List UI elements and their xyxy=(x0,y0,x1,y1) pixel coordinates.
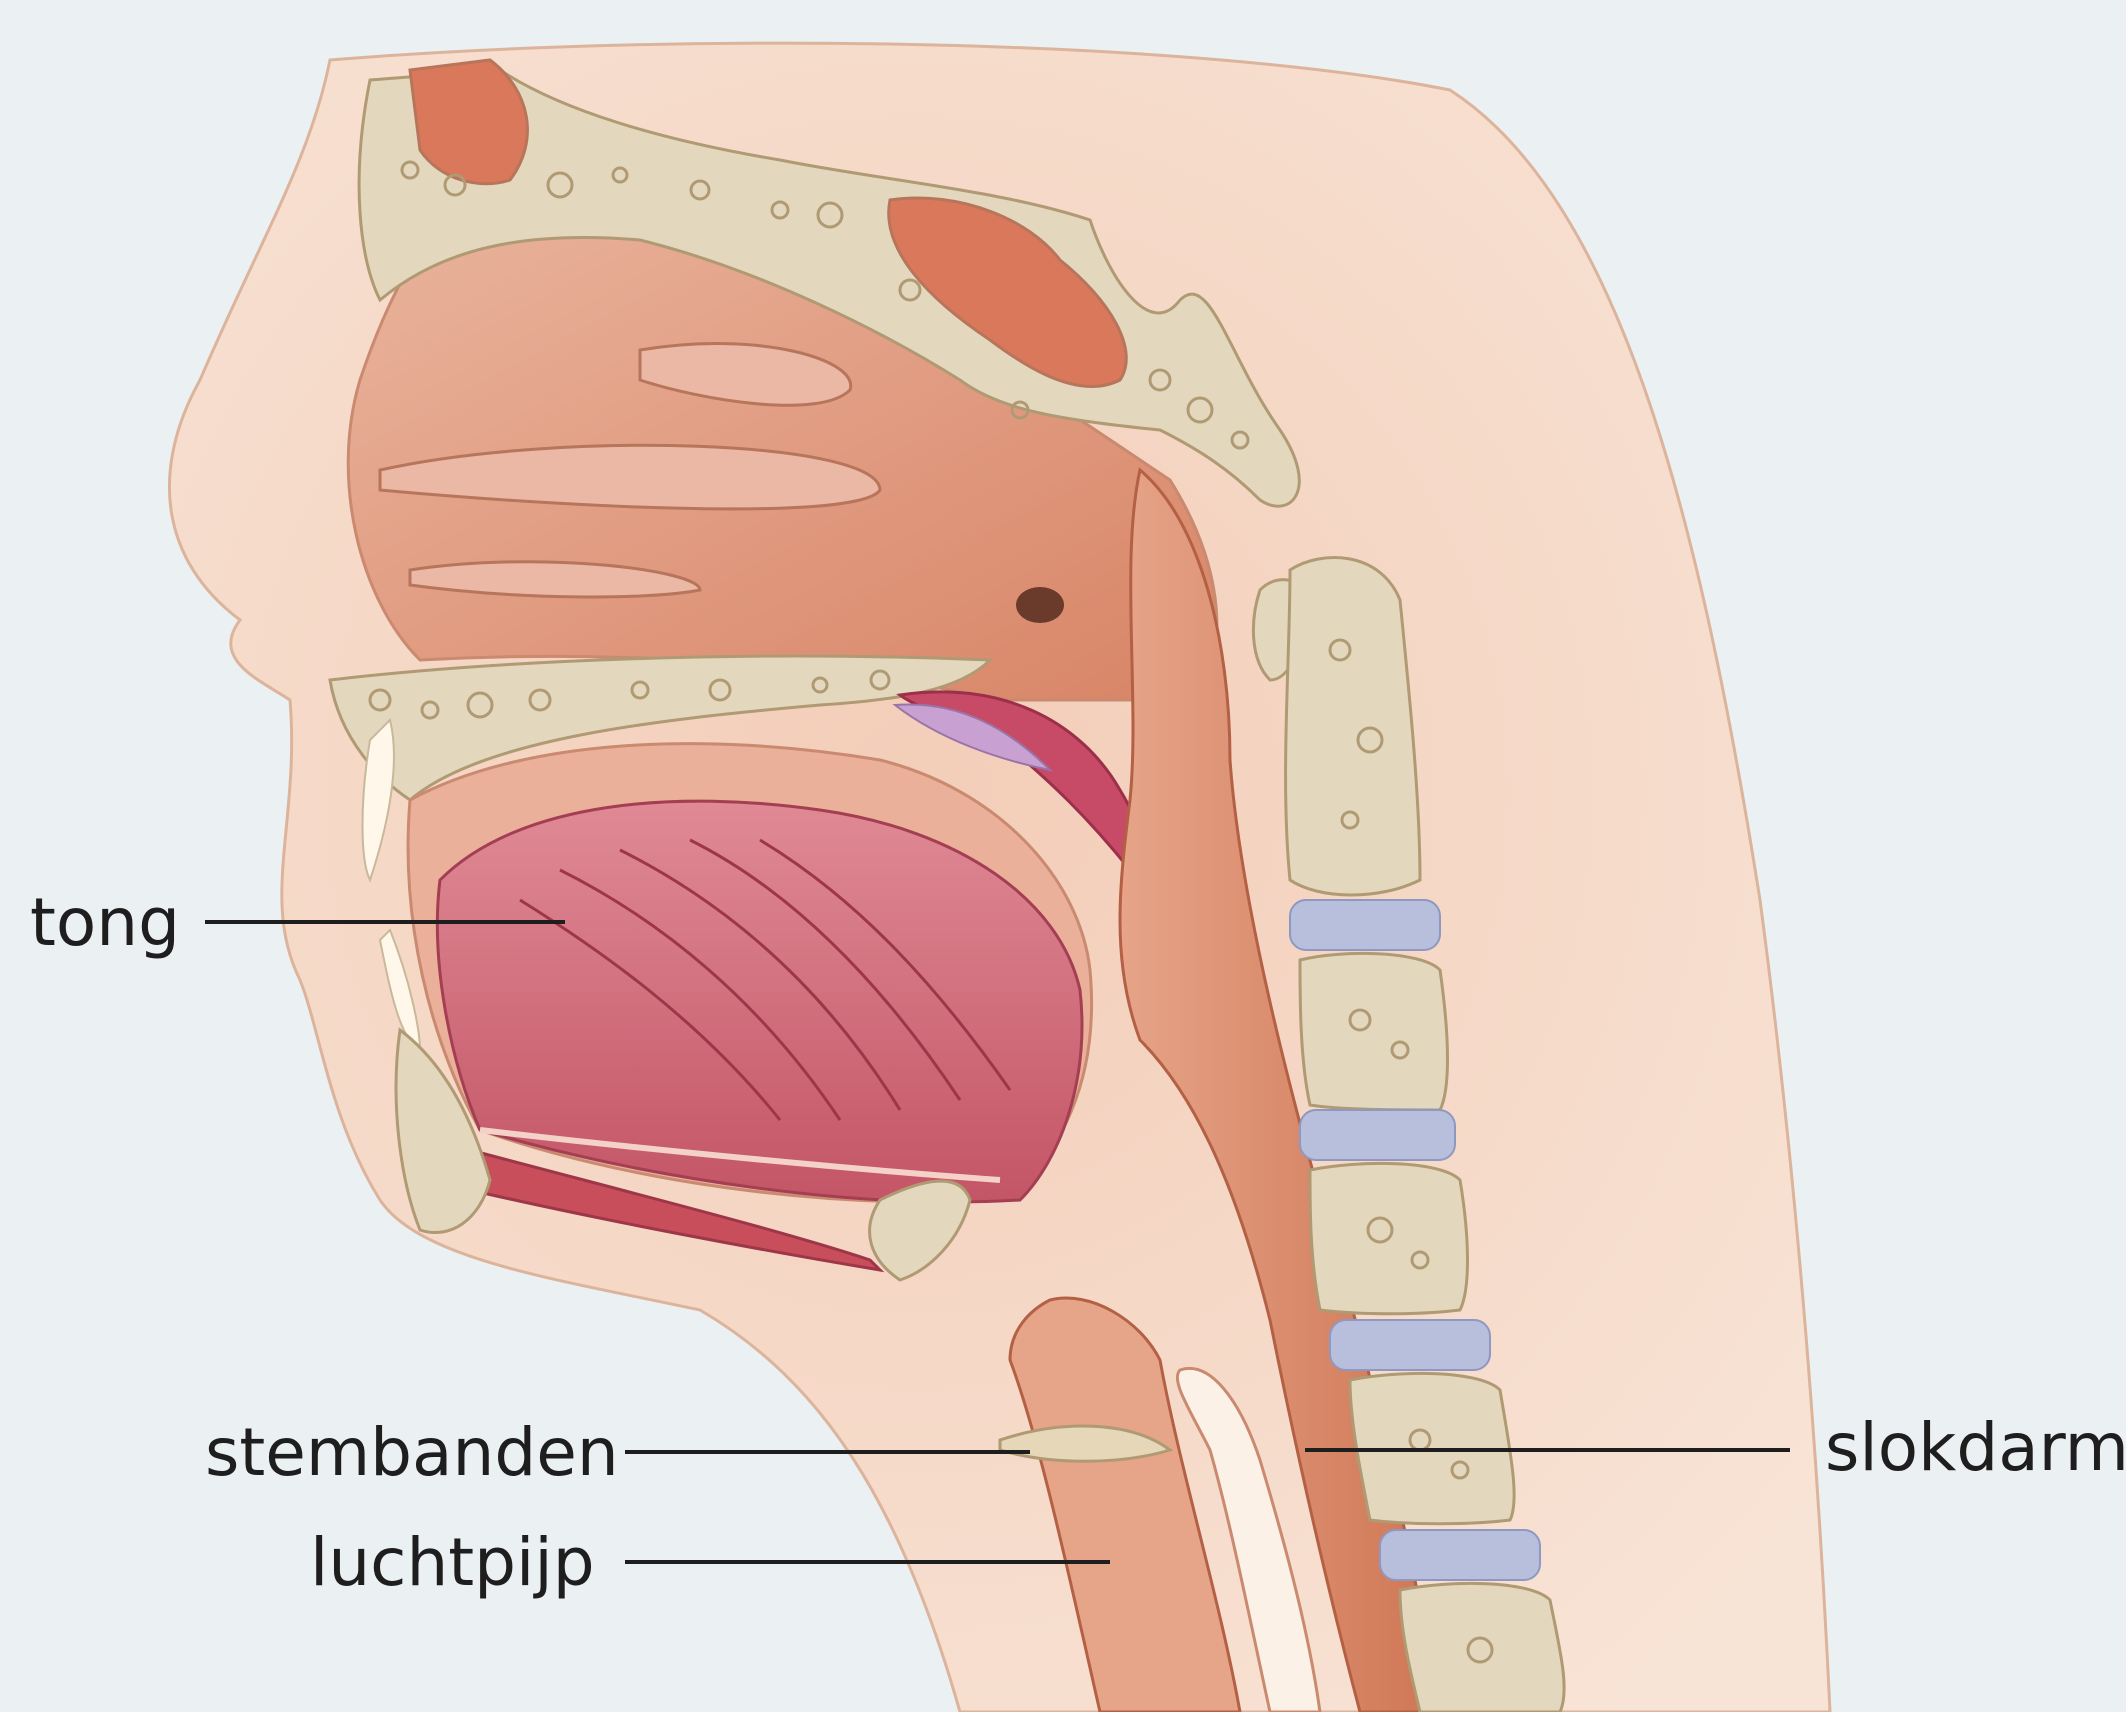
label-slokdarm: slokdarm xyxy=(1825,1409,2126,1486)
spinal-disc xyxy=(1300,1110,1455,1160)
label-stembanden: stembanden xyxy=(205,1414,619,1491)
eustachian-tube-opening xyxy=(1016,587,1064,623)
label-luchtpijp: luchtpijp xyxy=(310,1524,595,1601)
spinal-disc xyxy=(1380,1530,1540,1580)
label-tong: tong xyxy=(30,884,180,961)
spinal-disc xyxy=(1290,900,1440,950)
spinal-disc xyxy=(1330,1320,1490,1370)
